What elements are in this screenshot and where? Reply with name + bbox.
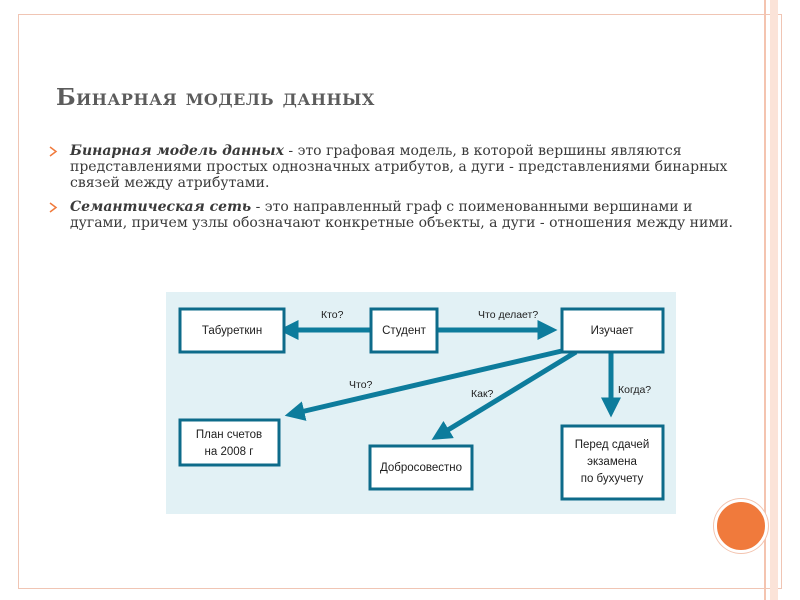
node-taburetkin: Табуреткин xyxy=(178,307,286,354)
semantic-network-diagram: Кто? Что делает? Что? Как? Когда? Табуре… xyxy=(166,292,676,514)
node-izuchaet: Изучает xyxy=(560,307,665,354)
node-label: Табуреткин xyxy=(202,325,262,337)
bullet-text: - это графовая модель, в которой вершины… xyxy=(70,143,728,191)
edge-label-kogda: Когда? xyxy=(618,384,651,396)
node-label: Добросовестно xyxy=(380,462,462,474)
edge-label-chto-delaet: Что делает? xyxy=(478,309,538,321)
slide-frame xyxy=(18,14,782,589)
node-label-line2: экзамена xyxy=(587,456,637,468)
node-label-line2: на 2008 г xyxy=(205,446,254,458)
edge-label-kto: Кто? xyxy=(321,309,344,321)
node-dobrosovestno: Добросовестно xyxy=(368,444,474,491)
bullet-item-binary-model: Бинарная модель данных - это графовая мо… xyxy=(48,143,738,191)
node-pered-sdachei: Перед сдачей экзамена по бухучету xyxy=(560,424,665,501)
bullet-term: Семантическая сеть xyxy=(70,199,252,215)
diagram-canvas: Кто? Что делает? Что? Как? Когда? Табуре… xyxy=(178,307,665,501)
bullet-item-semantic-net: Семантическая сеть - это направленный гр… xyxy=(48,199,738,231)
bullet-arrow-icon xyxy=(49,202,58,213)
decor-stripe-wide xyxy=(770,0,778,600)
bullet-list: Бинарная модель данных - это графовая мо… xyxy=(48,143,738,239)
node-plan-schetov: План счетов на 2008 г xyxy=(178,418,281,467)
node-label-line1: План счетов xyxy=(196,429,262,441)
node-label: Студент xyxy=(382,325,427,337)
edge-label-kak: Как? xyxy=(471,388,494,400)
edge-chto xyxy=(284,347,567,421)
node-label: Изучает xyxy=(591,325,635,337)
bullet-arrow-icon xyxy=(49,146,58,157)
edge-kak xyxy=(431,349,578,440)
slide-title: Бинарная модель данных xyxy=(56,84,375,111)
node-student: Студент xyxy=(369,307,439,354)
node-label-line1: Перед сдачей xyxy=(575,439,650,451)
edge-label-chto: Что? xyxy=(349,379,373,391)
decor-orange-circle xyxy=(714,499,768,553)
bullet-text: - это направленный граф с поименованными… xyxy=(70,199,733,231)
node-label-line3: по бухучету xyxy=(581,473,644,485)
bullet-term: Бинарная модель данных xyxy=(70,143,284,159)
decor-stripe-thin xyxy=(764,0,766,600)
